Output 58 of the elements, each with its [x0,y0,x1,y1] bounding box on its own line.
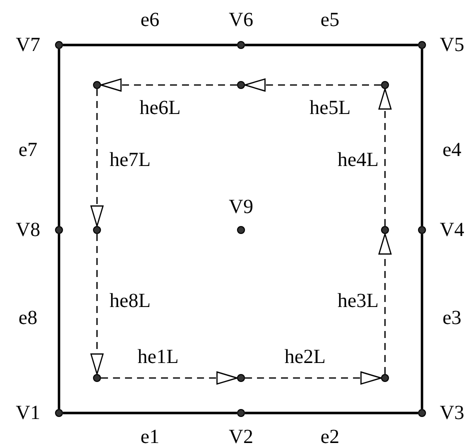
vertex-label: V8 [16,220,40,240]
edge-label: e2 [320,427,340,447]
edge-line [420,49,424,226]
edge-label: e7 [18,140,38,160]
edge-label: e4 [442,140,462,160]
vertex-label: V4 [440,220,464,240]
edge-line [58,234,60,409]
vertex-label: V1 [16,403,40,423]
dashed-arrow [100,78,237,92]
vertex-dot [237,226,245,234]
dashed-arrow [378,233,392,374]
dashed-arrow [101,371,238,385]
vertex-dot [55,41,63,49]
edge-line [58,49,60,226]
vertex-label: V2 [228,427,254,447]
dashed-arrow [90,234,104,375]
edge-line [63,44,237,46]
vertex-dot [418,226,426,234]
vertex-dot [381,226,389,234]
dashed-arrow [245,371,382,385]
vertex-dot [381,81,389,89]
edge-label: he6L [139,98,181,118]
vertex-label: V3 [440,403,464,423]
vertex-dot [237,41,245,49]
edge-label: e3 [442,308,462,328]
vertex-dot [93,81,101,89]
edge-label: e5 [320,10,340,30]
vertex-dot [237,374,245,382]
edge-label: e6 [140,10,160,30]
vertex-dot [237,409,245,417]
vertex-dot [418,41,426,49]
dashed-arrow [90,89,104,227]
edge-label: he3L [337,291,379,311]
vertex-label: V5 [440,35,464,55]
vertex-dot [93,374,101,382]
vertex-dot [237,81,245,89]
edge-line [63,412,237,414]
edge-line [245,44,418,46]
edge-label: he8L [109,291,151,311]
edge-label: he1L [137,347,179,367]
edge-label: he2L [284,347,326,367]
edge-label: e8 [18,308,38,328]
dashed-arrow [378,88,392,226]
edge-line [420,234,424,409]
edge-label: he5L [309,98,351,118]
vertex-label: V7 [16,35,40,55]
vertex-label: V6 [228,10,254,30]
vertex-label: V9 [228,197,254,217]
edge-line [245,412,418,414]
vertex-dot [93,226,101,234]
vertex-dot [381,374,389,382]
vertex-dot [55,409,63,417]
dashed-arrow [244,78,381,92]
vertex-dot [418,409,426,417]
edge-label: he4L [337,150,379,170]
edge-label: he7L [109,150,151,170]
vertex-dot [55,226,63,234]
edge-label: e1 [140,427,160,447]
